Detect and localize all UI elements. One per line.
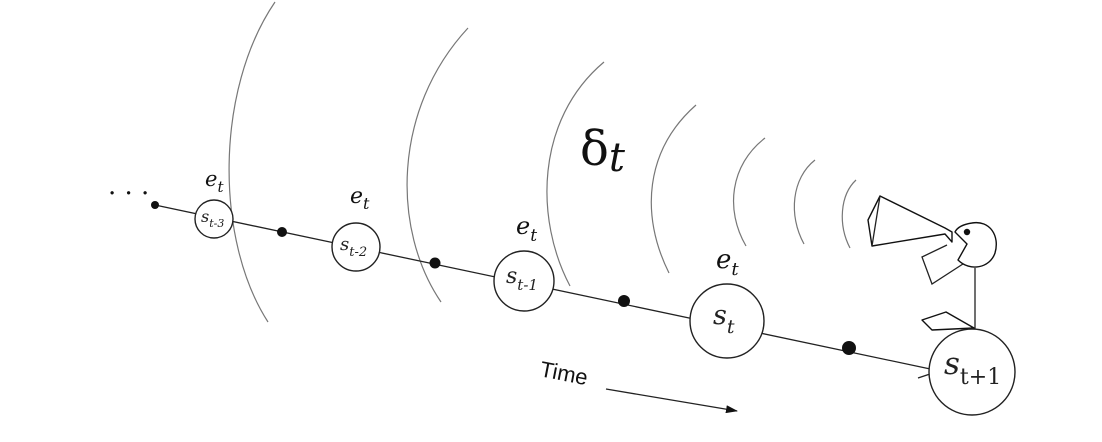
timeline-dot bbox=[618, 295, 630, 307]
megaphone-icon bbox=[867, 195, 953, 247]
state-label: st bbox=[713, 300, 735, 338]
wave-arc-5 bbox=[732, 137, 766, 247]
state-label: st+1 bbox=[944, 346, 1001, 390]
megaphone-rim bbox=[871, 195, 881, 247]
time-axis: Time bbox=[538, 356, 738, 414]
state-node bbox=[689, 283, 765, 359]
state-s-t-2: et st-2 bbox=[331, 184, 381, 272]
state-node bbox=[928, 328, 1016, 416]
figure-eye bbox=[963, 228, 971, 236]
timeline-dot bbox=[277, 227, 287, 237]
sound-waves bbox=[228, 1, 857, 323]
observer-figure bbox=[867, 195, 997, 379]
timeline-dot bbox=[429, 257, 441, 269]
state-s-t-plus-1: st+1 bbox=[928, 328, 1016, 416]
state-label: st-2 bbox=[340, 234, 367, 260]
e-label: et bbox=[205, 167, 224, 196]
figure-head bbox=[954, 222, 997, 268]
time-label: Time bbox=[538, 356, 590, 390]
e-label: et bbox=[716, 245, 739, 280]
state-node bbox=[493, 250, 555, 312]
state-node bbox=[194, 199, 234, 239]
figure-foot-line bbox=[917, 373, 931, 379]
figure-arm bbox=[921, 244, 967, 285]
timeline-dot bbox=[842, 341, 856, 355]
e-label: et bbox=[350, 184, 370, 213]
state-s-t: et st bbox=[689, 245, 765, 359]
ellipsis: · · · bbox=[108, 179, 149, 209]
delta-label: δt bbox=[580, 121, 626, 181]
wave-arc-3 bbox=[546, 61, 605, 287]
state-node bbox=[331, 222, 381, 272]
wave-arc-1 bbox=[228, 1, 276, 323]
state-s-t-3: et st-3 bbox=[194, 167, 234, 239]
wave-arc-6 bbox=[793, 159, 816, 245]
time-arrow bbox=[605, 388, 738, 414]
wave-arc-2 bbox=[406, 27, 469, 303]
state-label: st-3 bbox=[201, 207, 224, 230]
e-label: et bbox=[516, 212, 537, 246]
timeline-dot bbox=[151, 201, 159, 209]
figure-leg-shoe bbox=[921, 311, 975, 331]
wave-arc-7 bbox=[841, 179, 857, 249]
wave-arc-4 bbox=[650, 104, 697, 274]
state-s-t-1: et st-1 bbox=[493, 212, 555, 312]
state-label: st-1 bbox=[506, 264, 538, 294]
